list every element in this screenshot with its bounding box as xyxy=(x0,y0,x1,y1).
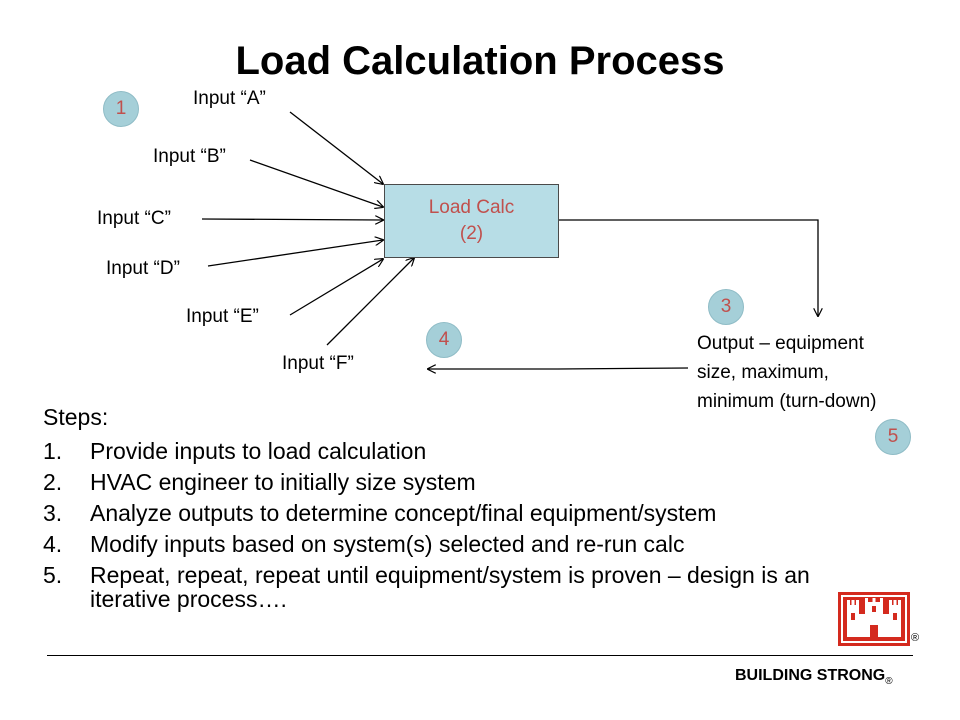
arrow-input-f xyxy=(326,258,414,346)
step-number: 3. xyxy=(43,500,63,526)
arrow-input-a xyxy=(289,111,383,184)
step-item: 3. Analyze outputs to determine concept/… xyxy=(43,498,833,529)
step-item: 1. Provide inputs to load calculation xyxy=(43,436,833,467)
step-number: 4. xyxy=(43,531,63,557)
step-badge-5: 5 xyxy=(875,419,911,455)
arrow-input-d xyxy=(207,240,383,267)
input-label-d: Input “D” xyxy=(106,258,180,279)
step-text: Analyze outputs to determine concept/fin… xyxy=(90,500,717,526)
step-badge-1: 1 xyxy=(103,91,139,127)
step-item: 2. HVAC engineer to initially size syste… xyxy=(43,467,833,498)
step-number: 2. xyxy=(43,469,63,495)
output-description: Output – equipment size, maximum, minimu… xyxy=(697,329,937,416)
input-label-e: Input “E” xyxy=(186,306,259,327)
arrow-input-e xyxy=(289,259,383,316)
input-label-b: Input “B” xyxy=(153,146,226,167)
output-line-1: Output – equipment xyxy=(697,333,864,354)
step-badge-3: 3 xyxy=(708,289,744,325)
step-number: 5. xyxy=(43,562,63,588)
footer-divider xyxy=(47,655,913,656)
load-calc-label: Load Calc xyxy=(428,197,515,218)
step-item: 4. Modify inputs based on system(s) sele… xyxy=(43,529,833,560)
steps-list: Steps: 1. Provide inputs to load calcula… xyxy=(43,402,833,615)
step-text: HVAC engineer to initially size system xyxy=(90,469,476,495)
arrow-input-c xyxy=(201,219,383,220)
arrow-feedback xyxy=(428,368,689,369)
step-item: 5. Repeat, repeat, repeat until equipmen… xyxy=(43,560,833,615)
step-text: Modify inputs based on system(s) selecte… xyxy=(90,531,685,557)
input-label-f: Input “F” xyxy=(282,353,354,374)
output-line-3: minimum (turn-down) xyxy=(697,391,877,412)
input-label-a: Input “A” xyxy=(193,88,266,109)
steps-heading: Steps: xyxy=(43,404,109,430)
output-line-2: size, maximum, xyxy=(697,362,829,383)
castle-logo-icon xyxy=(838,592,910,646)
step-text: Repeat, repeat, repeat until equipment/s… xyxy=(90,562,810,612)
footer-text: BUILDING STRONG xyxy=(735,667,886,684)
logo-registered-mark: ® xyxy=(911,632,920,644)
arrow-input-b xyxy=(249,159,383,207)
footer-brand: BUILDING STRONG® xyxy=(735,667,893,687)
arrow-to-output xyxy=(559,219,818,316)
load-calc-step: (2) xyxy=(459,223,484,244)
step-badge-4: 4 xyxy=(426,322,462,358)
step-text: Provide inputs to load calculation xyxy=(90,438,427,464)
load-calc-box: Load Calc (2) xyxy=(384,184,559,258)
page-title: Load Calculation Process xyxy=(235,39,725,83)
footer-registered-mark: ® xyxy=(885,676,893,687)
input-label-c: Input “C” xyxy=(97,208,171,229)
step-number: 1. xyxy=(43,438,63,464)
